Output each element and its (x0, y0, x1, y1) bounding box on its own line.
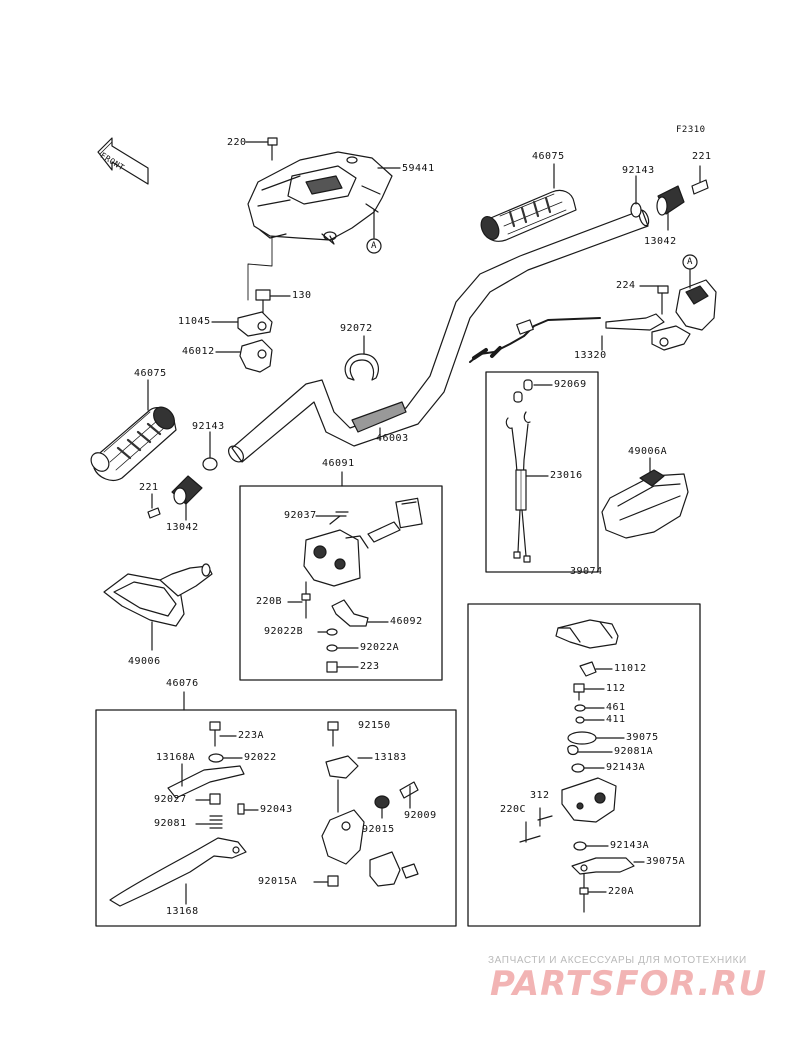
watermark-tagline: ЗАПЧАСТИ И АКСЕССУАРЫ ДЛЯ МОТОТЕХНИКИ (488, 955, 747, 966)
part-label-221-top: 221 (692, 151, 712, 162)
part-label-221-left: 221 (139, 482, 159, 493)
part-label-112: 112 (606, 683, 626, 694)
bolt-220-icon (245, 137, 278, 161)
handlebar-cover (247, 151, 393, 245)
bar-end-weight-right (656, 165, 709, 231)
part-label-92069: 92069 (554, 379, 587, 390)
part-label-312: 312 (530, 790, 550, 801)
part-label-13168A: 13168A (156, 752, 196, 763)
part-label-23016: 23016 (550, 470, 583, 481)
part-label-49006A: 49006A (628, 446, 668, 457)
part-label-13183: 13183 (374, 752, 407, 763)
bolt-220b-icon (287, 581, 311, 619)
part-label-92143-top: 92143 (622, 165, 655, 176)
bar-end-weight-left (147, 475, 203, 521)
part-label-92015A: 92015A (258, 876, 298, 887)
part-label-46075-top: 46075 (532, 151, 565, 162)
front-arrow-icon (97, 137, 149, 185)
part-label-130: 130 (292, 290, 312, 301)
part-label-92043: 92043 (260, 804, 293, 815)
grip-end-nut-left (202, 431, 218, 471)
ref-marker-a-cover: A (371, 241, 377, 251)
right-grip (480, 163, 577, 242)
part-label-46076: 46076 (166, 678, 199, 689)
grip-end-nut-right (630, 175, 642, 218)
part-label-92027: 92027 (154, 794, 187, 805)
part-label-39075: 39075 (626, 732, 659, 743)
part-label-92081A: 92081A (614, 746, 654, 757)
part-label-220A: 220A (608, 886, 635, 897)
hand-guard-left (103, 563, 213, 651)
part-label-224: 224 (616, 280, 636, 291)
part-label-92150: 92150 (358, 720, 391, 731)
clutch-lever-assembly (109, 721, 419, 907)
part-label-49006: 49006 (128, 656, 161, 667)
part-label-92022: 92022 (244, 752, 277, 763)
part-label-461: 461 (606, 702, 626, 713)
part-label-92037: 92037 (284, 510, 317, 521)
part-label-46075-left: 46075 (134, 368, 167, 379)
part-label-92143A-lower: 92143A (610, 840, 650, 851)
part-label-11045: 11045 (178, 316, 211, 327)
part-label-220B: 220B (256, 596, 283, 607)
choke-lever (331, 599, 389, 627)
part-label-46012: 46012 (182, 346, 215, 357)
washers-switch (317, 628, 359, 673)
part-label-220: 220 (227, 137, 247, 148)
wiring-harness (505, 379, 553, 563)
part-label-13042-left: 13042 (166, 522, 199, 533)
part-label-13320: 13320 (574, 350, 607, 361)
throttle-assembly (469, 254, 717, 363)
part-label-223A: 223A (238, 730, 265, 741)
part-label-13168: 13168 (166, 906, 199, 917)
part-label-92022B: 92022B (264, 626, 304, 637)
part-label-220C: 220C (500, 804, 527, 815)
clamp-holder (211, 289, 291, 373)
clamp-ring (344, 335, 379, 381)
part-label-46003: 46003 (376, 433, 409, 444)
hand-guard-right (601, 457, 689, 539)
throttle-case (519, 619, 645, 913)
part-label-92015: 92015 (362, 824, 395, 835)
part-label-39074: 39074 (570, 566, 603, 577)
switch-housing (303, 497, 423, 587)
part-label-92081: 92081 (154, 818, 187, 829)
part-label-13042-top: 13042 (644, 236, 677, 247)
figure-code: F2310 (676, 125, 706, 135)
ref-marker-a-throttle: A (687, 257, 693, 267)
part-label-92143A-upper: 92143A (606, 762, 646, 773)
part-label-11012: 11012 (614, 663, 647, 674)
part-label-39075A: 39075A (646, 856, 686, 867)
left-grip (90, 379, 177, 481)
part-label-92022A: 92022A (360, 642, 400, 653)
part-label-46091: 46091 (322, 458, 355, 469)
part-label-92143-left: 92143 (192, 421, 225, 432)
part-label-411: 411 (606, 714, 626, 725)
part-label-92009: 92009 (404, 810, 437, 821)
part-label-46092: 46092 (390, 616, 423, 627)
watermark-logo: PARTSFOR.RU (490, 964, 768, 1004)
handlebar-tube (228, 209, 650, 463)
part-label-92072: 92072 (340, 323, 373, 334)
part-label-223: 223 (360, 661, 380, 672)
part-label-59441: 59441 (402, 163, 435, 174)
